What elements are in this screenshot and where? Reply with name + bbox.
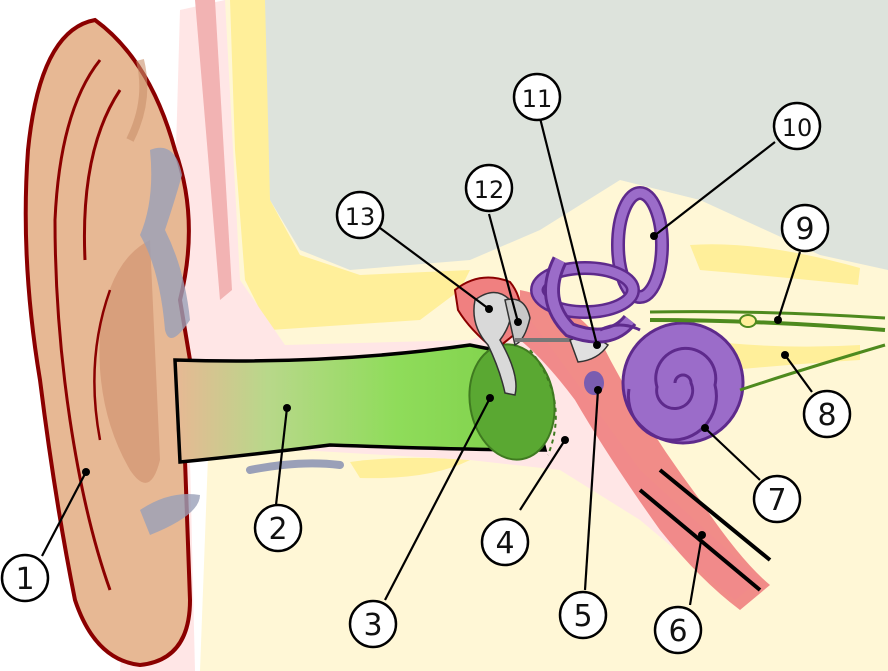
callout-9: 9 — [780, 203, 830, 253]
callout-8-text: 8 — [817, 398, 836, 433]
callout-1-text: 1 — [15, 562, 34, 597]
callout-4: 4 — [480, 517, 530, 567]
callout-6-text: 6 — [668, 614, 687, 649]
leader-lines — [41, 117, 813, 606]
callout-2: 2 — [253, 503, 303, 553]
callout-6: 6 — [653, 605, 703, 655]
inner-ear — [530, 186, 745, 445]
callout-10: 10 — [772, 101, 822, 151]
callout-12-text: 12 — [474, 176, 505, 204]
callout-1: 1 — [0, 553, 50, 603]
callout-13: 13 — [335, 190, 385, 240]
callout-5: 5 — [558, 590, 608, 640]
callout-5-text: 5 — [573, 599, 592, 634]
callout-8: 8 — [802, 389, 852, 439]
ear-canal — [173, 343, 548, 474]
nerves — [649, 310, 886, 392]
eustachian-tube — [520, 290, 772, 610]
auricle — [23, 17, 200, 668]
callout-3: 3 — [348, 599, 398, 649]
callout-3-text: 3 — [363, 608, 382, 643]
callout-9-text: 9 — [795, 212, 814, 247]
callout-12: 12 — [464, 163, 514, 213]
callout-2-text: 2 — [268, 512, 287, 547]
callout-4-text: 4 — [495, 526, 514, 561]
callout-7: 7 — [752, 474, 802, 524]
callout-10-text: 10 — [782, 114, 813, 142]
callout-13-text: 13 — [345, 203, 376, 231]
callout-11: 11 — [512, 72, 562, 122]
callout-7-text: 7 — [767, 483, 786, 518]
callout-11-text: 11 — [522, 85, 553, 113]
